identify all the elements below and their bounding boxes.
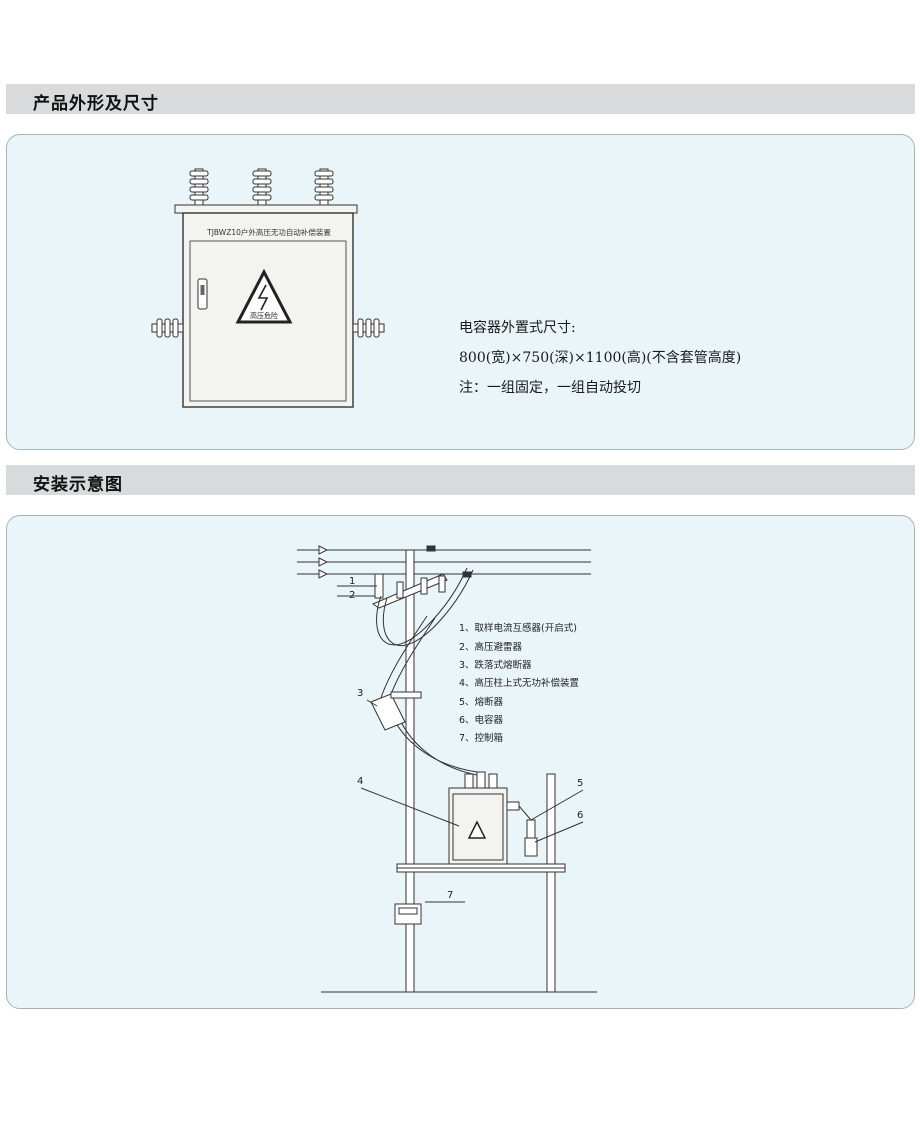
- legend-item: 6、电容器: [459, 714, 504, 726]
- spec-dimensions: 800(宽)×750(深)×1100(高)(不含套管高度): [459, 350, 742, 366]
- callout-6: 6: [577, 810, 583, 821]
- callout-5: 5: [577, 778, 583, 789]
- callout-7: 7: [447, 890, 453, 901]
- install-panel: 1 2 3 4 5 6 7 1、取样电流互感器(开启式) 2、高压避雷器 3、跌…: [6, 515, 915, 1009]
- insulator-icon: [352, 318, 385, 338]
- high-voltage-warning-icon: [235, 268, 293, 324]
- section-title-install: 安装示意图: [33, 475, 123, 495]
- legend-item: 4、高压柱上式无功补偿装置: [459, 677, 579, 689]
- legend-item: 2、高压避雷器: [459, 641, 523, 653]
- cabinet-drawing: TJBWZ10户外高压无功自动补偿装置 高压危险: [151, 168, 385, 408]
- legend-item: 1、取样电流互感器(开启式): [459, 622, 577, 634]
- cabinet-label: TJBWZ10户外高压无功自动补偿装置: [206, 227, 331, 237]
- installation-diagram: 1 2 3 4 5 6 7 1、取样电流互感器(开启式) 2、高压避雷器 3、跌…: [297, 545, 597, 993]
- insulator-icon: [151, 318, 184, 338]
- component-legend: 1、取样电流互感器(开启式) 2、高压避雷器 3、跌落式熔断器 4、高压柱上式无…: [459, 622, 579, 744]
- door-handle-icon: [197, 278, 208, 310]
- callout-3: 3: [357, 688, 363, 699]
- insulator-icon: [314, 168, 334, 206]
- appearance-panel: TJBWZ10户外高压无功自动补偿装置 高压危险 电容器外置式尺寸: 800(宽…: [6, 134, 915, 450]
- section-header-install: 安装示意图: [6, 465, 915, 495]
- spec-note: 注：一组固定，一组自动投切: [459, 380, 641, 396]
- warning-label: 高压危险: [250, 311, 278, 320]
- callout-2: 2: [349, 590, 355, 601]
- legend-item: 7、控制箱: [459, 732, 503, 744]
- callout-4: 4: [357, 776, 363, 787]
- section-header-appearance: 产品外形及尺寸: [6, 84, 915, 114]
- spec-title: 电容器外置式尺寸:: [459, 320, 576, 336]
- insulator-icon: [189, 168, 209, 206]
- legend-item: 3、跌落式熔断器: [459, 659, 532, 671]
- section-title-appearance: 产品外形及尺寸: [33, 94, 159, 114]
- legend-item: 5、熔断器: [459, 696, 504, 708]
- insulator-icon: [252, 168, 272, 206]
- callout-1: 1: [349, 576, 355, 587]
